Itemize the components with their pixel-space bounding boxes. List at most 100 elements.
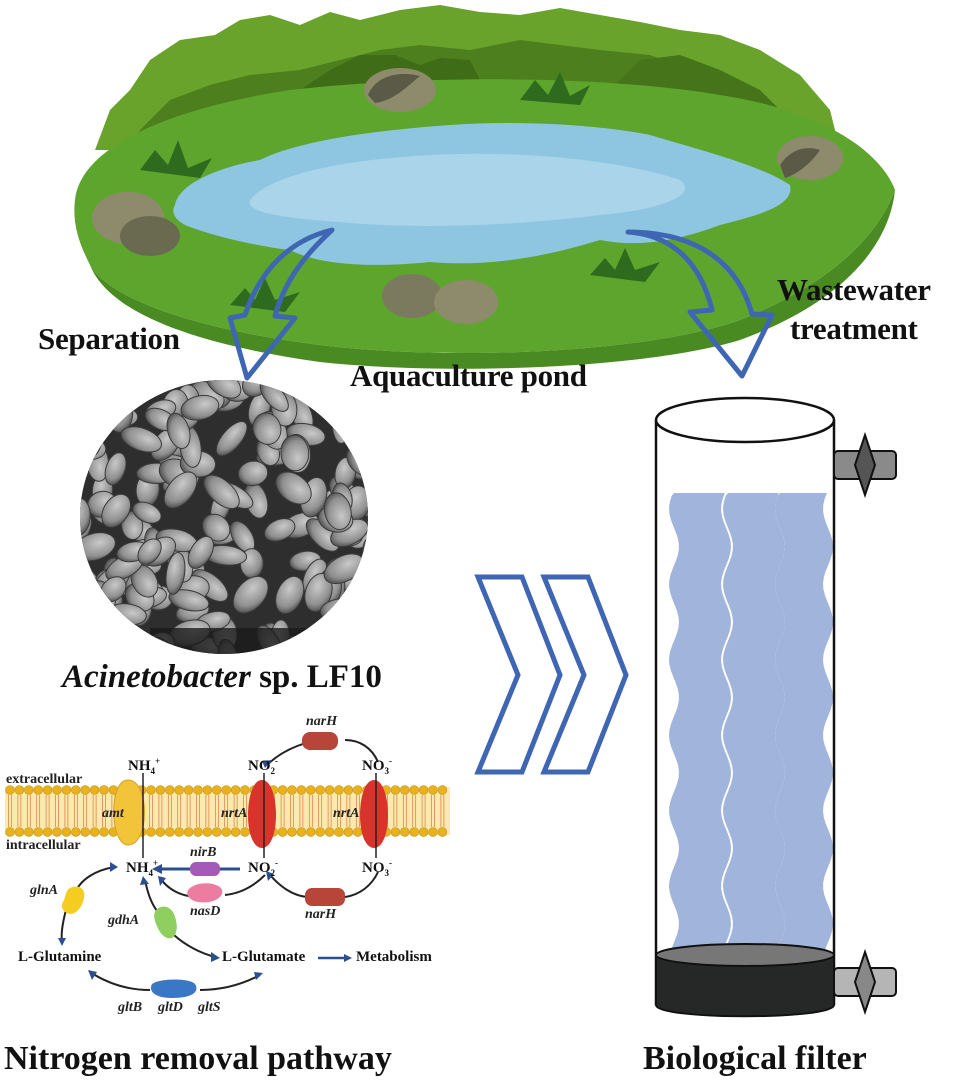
separation-label: Separation: [38, 321, 180, 356]
lipid-head: [240, 827, 250, 837]
lipid-head: [155, 785, 166, 795]
lipid-head: [5, 785, 15, 795]
biological-filter-label: Biological filter: [643, 1040, 867, 1077]
bacterial-cell: [323, 492, 352, 531]
lipid-head: [212, 827, 222, 837]
bacterial-cell: [232, 575, 269, 614]
filter-base-top: [655, 943, 835, 967]
bacterial-cell: [203, 474, 240, 510]
lipid-head: [296, 785, 307, 795]
lipid-head: [99, 785, 109, 795]
lipid-head: [353, 827, 363, 837]
lipid-head: [324, 785, 335, 795]
gene-gltB: gltB: [118, 1000, 143, 1015]
lipid-head: [89, 827, 100, 837]
lipid-head: [52, 785, 62, 795]
lipid-tail: [440, 795, 445, 827]
lipid-tail: [177, 795, 182, 827]
lipid-tail: [308, 795, 313, 827]
extracellular-label: extracellular: [6, 772, 83, 787]
no3-intracellular: NO3-: [362, 858, 392, 878]
lipid-tail: [73, 795, 78, 827]
lipid-head: [277, 827, 288, 837]
filter-media: [669, 493, 833, 952]
gene-amt: amt: [102, 806, 124, 821]
glt-enzyme-complex: [150, 979, 197, 998]
lipid-tail: [318, 795, 323, 827]
gene-nirB: nirB: [190, 845, 217, 860]
lipid-head: [42, 785, 53, 795]
gene-glnA: glnA: [30, 883, 59, 898]
bacterial-cell: [275, 471, 312, 505]
lipid-tail: [158, 795, 163, 827]
lipid-head: [409, 827, 419, 837]
lipid-head: [221, 785, 231, 795]
metabolism-label: Metabolism: [356, 949, 432, 965]
aquaculture-pond-illustration: [74, 5, 895, 369]
lipid-head: [155, 827, 166, 837]
lipid-tail: [280, 795, 285, 827]
bacterial-cell: [101, 493, 131, 528]
bacterial-cell: [80, 497, 91, 536]
lipid-tail: [243, 795, 247, 827]
lipid-head: [390, 785, 401, 795]
lipid-tail: [167, 795, 172, 827]
lipid-head: [193, 785, 203, 795]
nasD-enzyme: [187, 883, 223, 903]
bottom-inlet-valve-icon: [833, 948, 897, 1016]
bacterial-cell: [280, 434, 310, 472]
lipid-head: [146, 785, 156, 795]
gene-nrtA-1: nrtA: [221, 806, 248, 821]
lipid-tail: [327, 795, 332, 827]
nrtA-transporter-1: [248, 780, 276, 848]
lipid-tail: [186, 795, 191, 827]
lipid-tail: [55, 795, 59, 827]
lipid-tail: [8, 795, 12, 827]
bacterial-cell: [215, 421, 248, 457]
lipid-head: [202, 785, 213, 795]
pond-rocks: [92, 68, 843, 324]
narH-enzyme-bottom: [305, 888, 345, 906]
bacterial-cell: [187, 535, 214, 569]
bacterial-cell: [120, 510, 144, 541]
lipid-head: [42, 827, 53, 837]
lipid-head: [99, 827, 109, 837]
separation-arrow-icon: [227, 227, 335, 381]
l-glutamine-label: L-Glutamine: [18, 949, 102, 965]
lipid-tail: [402, 795, 407, 827]
lipid-tail: [17, 795, 22, 827]
lipid-head: [89, 785, 100, 795]
lipid-head: [80, 827, 90, 837]
gene-gltD: gltD: [158, 1000, 183, 1015]
lipid-head: [212, 785, 222, 795]
lipid-head: [61, 785, 72, 795]
nrtA-transporter-2: [360, 780, 388, 848]
lipid-tail: [299, 795, 304, 827]
lipid-tail: [290, 795, 294, 827]
lipid-head: [165, 827, 175, 837]
lipid-head: [165, 785, 175, 795]
lipid-head: [343, 827, 354, 837]
lipid-tail: [64, 795, 69, 827]
lipid-head: [428, 785, 438, 795]
lipid-head: [146, 827, 156, 837]
lipid-head: [33, 785, 43, 795]
aquaculture-pond-label: Aquaculture pond: [350, 358, 587, 393]
lipid-head: [183, 785, 194, 795]
lipid-head: [334, 785, 344, 795]
lipid-head: [418, 785, 429, 795]
lipid-head: [230, 827, 241, 837]
lipid-head: [428, 827, 438, 837]
gene-gltS: gltS: [198, 1000, 221, 1015]
lipid-head: [174, 785, 184, 795]
lipid-head: [287, 827, 297, 837]
gene-nrtA-2: nrtA: [333, 806, 360, 821]
filter-media-strip: [775, 493, 833, 952]
bacterial-cell: [263, 518, 296, 542]
bacterial-cell: [180, 394, 220, 421]
gene-narH-bottom: narH: [305, 907, 337, 922]
lipid-head: [296, 827, 307, 837]
lipid-head: [71, 827, 81, 837]
